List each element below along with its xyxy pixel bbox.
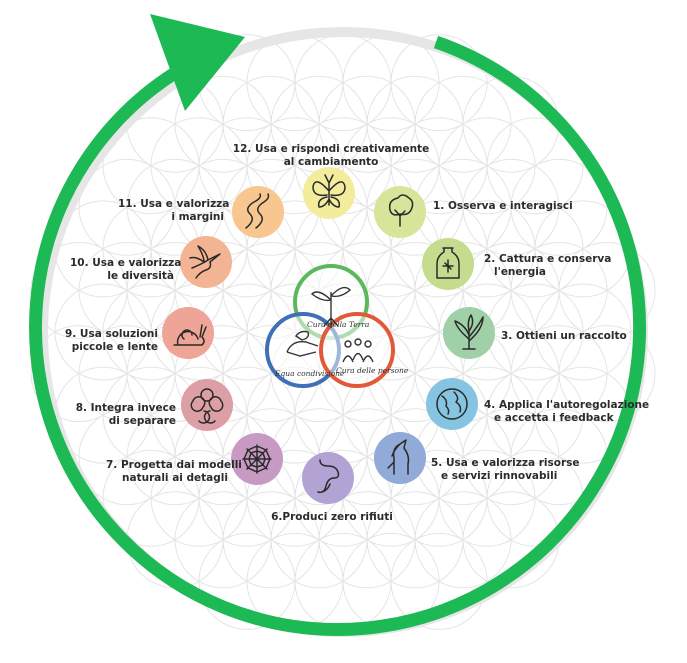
principle-label-8: 8. Integra invece di separare [75,402,176,427]
principle-circle-10 [180,236,232,288]
ethic-label-share: Equa condivisione [275,369,345,378]
principle-label-1: 1. Osserva e interagisci [433,200,573,212]
cycle-arrow [29,14,647,636]
principle-label-5: 5. Usa e valorizza risorse e servizi rin… [431,457,580,482]
principle-circle-11 [232,186,284,238]
principle-circle-7 [231,433,283,485]
plant-icon [454,314,484,350]
principle-label-7: 7. Progetta dai modelli naturali ai deta… [106,459,242,484]
principle-circle-1 [374,186,426,238]
path-icon [245,193,270,229]
principle-label-10: 10. Usa e valorizza le diversità [70,257,182,282]
ethic-label-people: Cura delle persone [336,366,409,375]
principle-circle-12 [303,167,355,219]
spiderweb-icon [242,444,272,474]
principle-label-3: 3. Ottieni un raccolto [501,330,627,342]
globe-icon [436,388,468,420]
principle-badge-5 [374,432,426,484]
principle-badge-8 [181,379,233,431]
tree-icon [388,194,414,227]
principle-badge-9 [162,307,214,359]
principle-label-6: 6.Produci zero rifiuti [271,511,393,523]
principle-badge-6 [302,452,354,504]
handshake-icon [286,330,319,357]
principle-label-4: 4. Applica l'autoregolazione e accetta i… [484,399,650,424]
horse-icon [387,439,410,475]
principle-label-11: 11. Usa e valorizza i margini [118,198,230,223]
worm-icon [317,459,340,494]
hummingbird-icon [189,245,221,279]
principle-circle-3 [443,307,495,359]
principle-label-2: 2. Cattura e conserva l'energia [484,253,612,278]
jar-icon [436,247,460,279]
people-care-ring [319,312,395,388]
principle-label-12: 12. Usa e rispondi creativamente al camb… [232,143,430,168]
principle-badge-1 [374,186,426,238]
butterfly-icon [312,174,346,208]
principle-badge-4 [426,378,478,430]
principle-circle-9 [162,307,214,359]
principle-circle-2 [422,238,474,290]
principle-circle-5 [374,432,426,484]
snail-icon [173,324,207,346]
sprout-icon [310,286,352,328]
ethic-label-earth: Cura della Terra [307,320,370,329]
principle-circle-8 [181,379,233,431]
cycle-arrow-arc [29,35,647,636]
ethics-venn [265,264,395,388]
principle-label-9: 9. Usa soluzioni piccole e lente [64,328,158,353]
cycle-arrow-head [150,14,245,111]
principle-circles [162,167,495,504]
principle-circle-4 [426,378,478,430]
principle-circle-6 [302,452,354,504]
pattern-circle [390,532,488,630]
flower-knot-icon [190,388,224,424]
people-icon [342,338,374,363]
